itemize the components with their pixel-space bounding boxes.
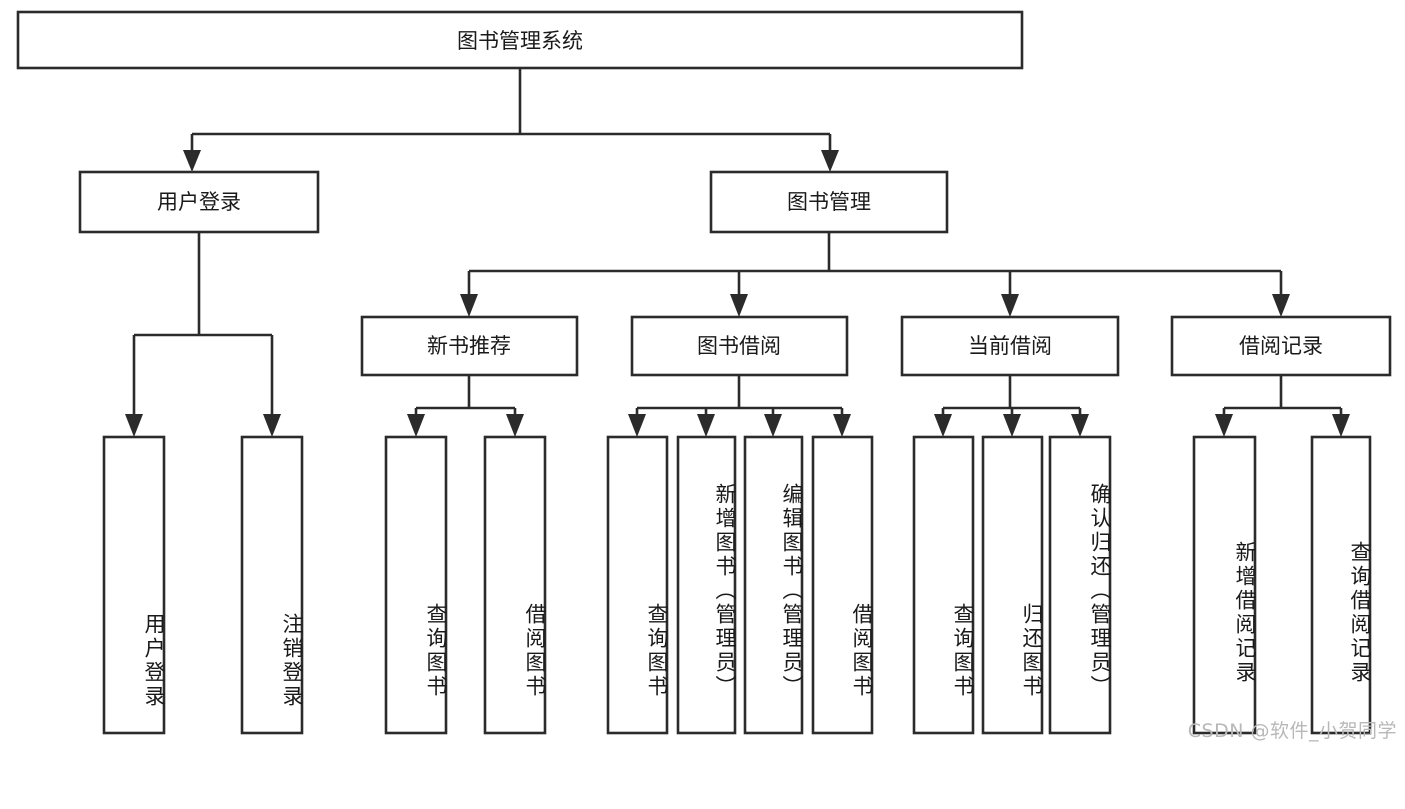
arrow-down-icon: [1215, 414, 1233, 437]
leaf-box-borrow-book-nbr[interactable]: [483, 435, 547, 735]
leaf-box-query-book-bb[interactable]: [606, 435, 669, 735]
connector-book-management-to-level2: [460, 232, 1290, 317]
connector-user-login-to-leaves: [125, 232, 281, 437]
diagram-canvas: 图书管理系统 用户登录 图书管理: [16, 10, 1397, 742]
node-current-borrow-box[interactable]: [900, 315, 1120, 377]
arrow-down-icon: [764, 414, 782, 437]
leaf-box-query-book-nbr[interactable]: [384, 435, 448, 735]
leaf-box-return-book[interactable]: [981, 435, 1044, 735]
csdn-watermark: CSDN @软件_小贺同学: [1187, 720, 1397, 742]
arrow-down-icon: [460, 294, 478, 317]
arrow-down-icon: [833, 414, 851, 437]
node-new-book-recommend-box[interactable]: [360, 315, 579, 377]
node-book-borrow-label: 图书借阅: [697, 334, 781, 358]
arrow-down-icon: [125, 414, 143, 437]
arrow-down-icon: [697, 414, 715, 437]
node-current-borrow[interactable]: 当前借阅: [900, 315, 1120, 377]
node-current-borrow-label: 当前借阅: [968, 334, 1052, 358]
arrow-down-icon: [1272, 294, 1290, 317]
tree-diagram-svg: 图书管理系统 用户登录 图书管理: [16, 10, 1392, 735]
node-user-login-box[interactable]: [78, 170, 320, 234]
leaf-box-user-login[interactable]: [102, 435, 166, 735]
node-book-borrow[interactable]: 图书借阅: [630, 315, 849, 377]
leaf-box-add-book-admin[interactable]: [676, 435, 737, 735]
connector-book-borrow-to-leaves: [628, 375, 851, 437]
arrow-down-icon: [407, 414, 425, 437]
connector-root-to-level1: [183, 68, 839, 172]
leaf-box-add-borrow-record[interactable]: [1192, 435, 1257, 735]
arrow-down-icon: [1071, 414, 1089, 437]
node-user-login[interactable]: 用户登录: [78, 170, 320, 234]
node-root[interactable]: 图书管理系统: [16, 10, 1024, 70]
leaf-box-query-book-cb[interactable]: [912, 435, 975, 735]
connector-current-borrow-to-leaves: [934, 375, 1089, 437]
leaf-box-query-borrow-record[interactable]: [1310, 435, 1372, 735]
leaf-box-logout[interactable]: [240, 435, 304, 735]
arrow-down-icon: [506, 414, 524, 437]
arrow-down-icon: [1332, 414, 1350, 437]
node-book-management[interactable]: 图书管理: [709, 170, 949, 234]
arrow-down-icon: [1003, 414, 1021, 437]
arrow-down-icon: [821, 150, 839, 172]
arrow-down-icon: [730, 294, 748, 317]
node-new-book-recommend[interactable]: 新书推荐: [360, 315, 579, 377]
node-new-book-recommend-label: 新书推荐: [427, 334, 511, 358]
arrow-down-icon: [628, 414, 646, 437]
leaf-box-confirm-return-admin[interactable]: [1048, 435, 1112, 735]
node-user-login-label: 用户登录: [157, 190, 241, 214]
leaf-box-edit-book-admin[interactable]: [743, 435, 804, 735]
connector-new-book-recommend-to-leaves: [407, 375, 524, 437]
node-borrow-record-label: 借阅记录: [1239, 334, 1323, 358]
arrow-down-icon: [934, 414, 952, 437]
leaf-box-borrow-book-bb[interactable]: [811, 435, 874, 735]
node-borrow-record[interactable]: 借阅记录: [1170, 315, 1392, 377]
node-root-label: 图书管理系统: [457, 29, 583, 53]
node-book-management-label: 图书管理: [787, 190, 871, 214]
arrow-down-icon: [183, 150, 201, 172]
arrow-down-icon: [263, 414, 281, 437]
connector-borrow-record-to-leaves: [1215, 375, 1350, 437]
arrow-down-icon: [1001, 294, 1019, 317]
node-root-box[interactable]: [16, 10, 1024, 70]
